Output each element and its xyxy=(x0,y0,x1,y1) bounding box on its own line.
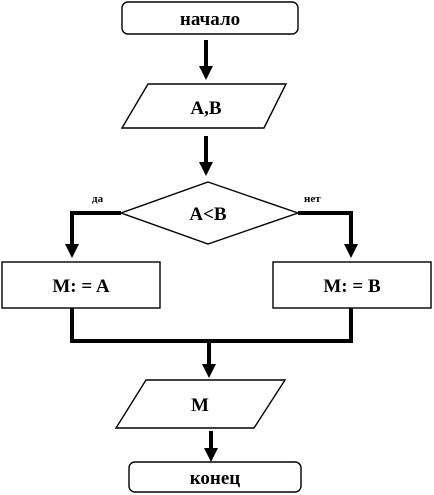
arrow-output-to-end xyxy=(204,431,218,462)
output-node: M xyxy=(114,379,287,429)
end-label: конец xyxy=(190,468,241,489)
yes-branch: да xyxy=(65,193,121,258)
input-node: A,B xyxy=(120,83,288,129)
end-node: конец xyxy=(128,461,302,493)
assign-left-label: M: = A xyxy=(52,276,110,297)
decision-node: A<B xyxy=(118,181,301,245)
assign-right-label: M: = B xyxy=(323,276,381,297)
condition-label: A<B xyxy=(189,204,227,225)
output-label: M xyxy=(191,395,209,416)
arrow-start-to-input xyxy=(199,40,213,80)
assign-left-node: M: = A xyxy=(1,261,161,309)
start-node: начало xyxy=(121,1,299,35)
assign-right-node: M: = B xyxy=(272,261,432,309)
merge-connector xyxy=(70,308,353,378)
yes-label: да xyxy=(92,193,104,205)
no-label: нет xyxy=(304,193,321,205)
start-label: начало xyxy=(180,9,240,30)
input-label: A,B xyxy=(190,98,221,119)
arrow-input-to-decision xyxy=(199,136,213,176)
no-branch: нет xyxy=(298,193,358,258)
